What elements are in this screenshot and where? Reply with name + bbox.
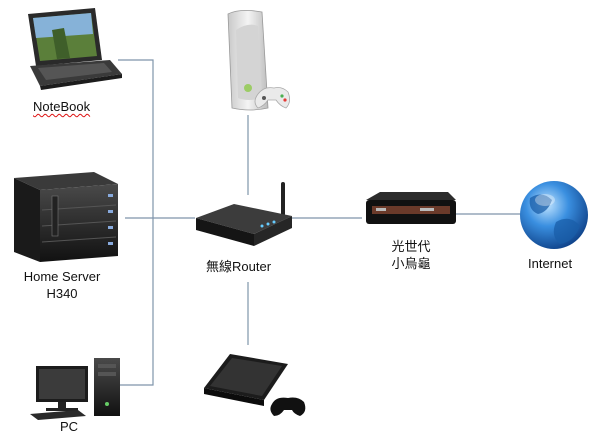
home-server-label-line1: Home Server (23, 269, 101, 284)
home-server-label-line2: H340 (46, 286, 78, 301)
wireless-router-icon (196, 182, 292, 246)
pc-label: PC (60, 419, 79, 434)
fiber-modem-icon (366, 192, 456, 224)
game-console-icon (204, 354, 306, 416)
connection-lines (118, 59, 525, 386)
home-server-label: Home Server H340 (12, 268, 112, 302)
modem-label-line2: 小烏龜 (391, 256, 431, 271)
laptop-icon (28, 8, 122, 90)
line-notebook (118, 59, 154, 386)
modem-label-line1: 光世代 (391, 239, 431, 254)
server-tower-icon (14, 172, 118, 262)
game-console-icon (227, 10, 290, 111)
internet-label: Internet (528, 256, 573, 271)
modem-label: 光世代 小烏龜 (376, 238, 446, 272)
notebook-label: NoteBook (33, 99, 91, 114)
router-label: 無線Router (206, 259, 272, 274)
globe-icon (520, 181, 588, 249)
desktop-pc-icon (30, 358, 120, 420)
